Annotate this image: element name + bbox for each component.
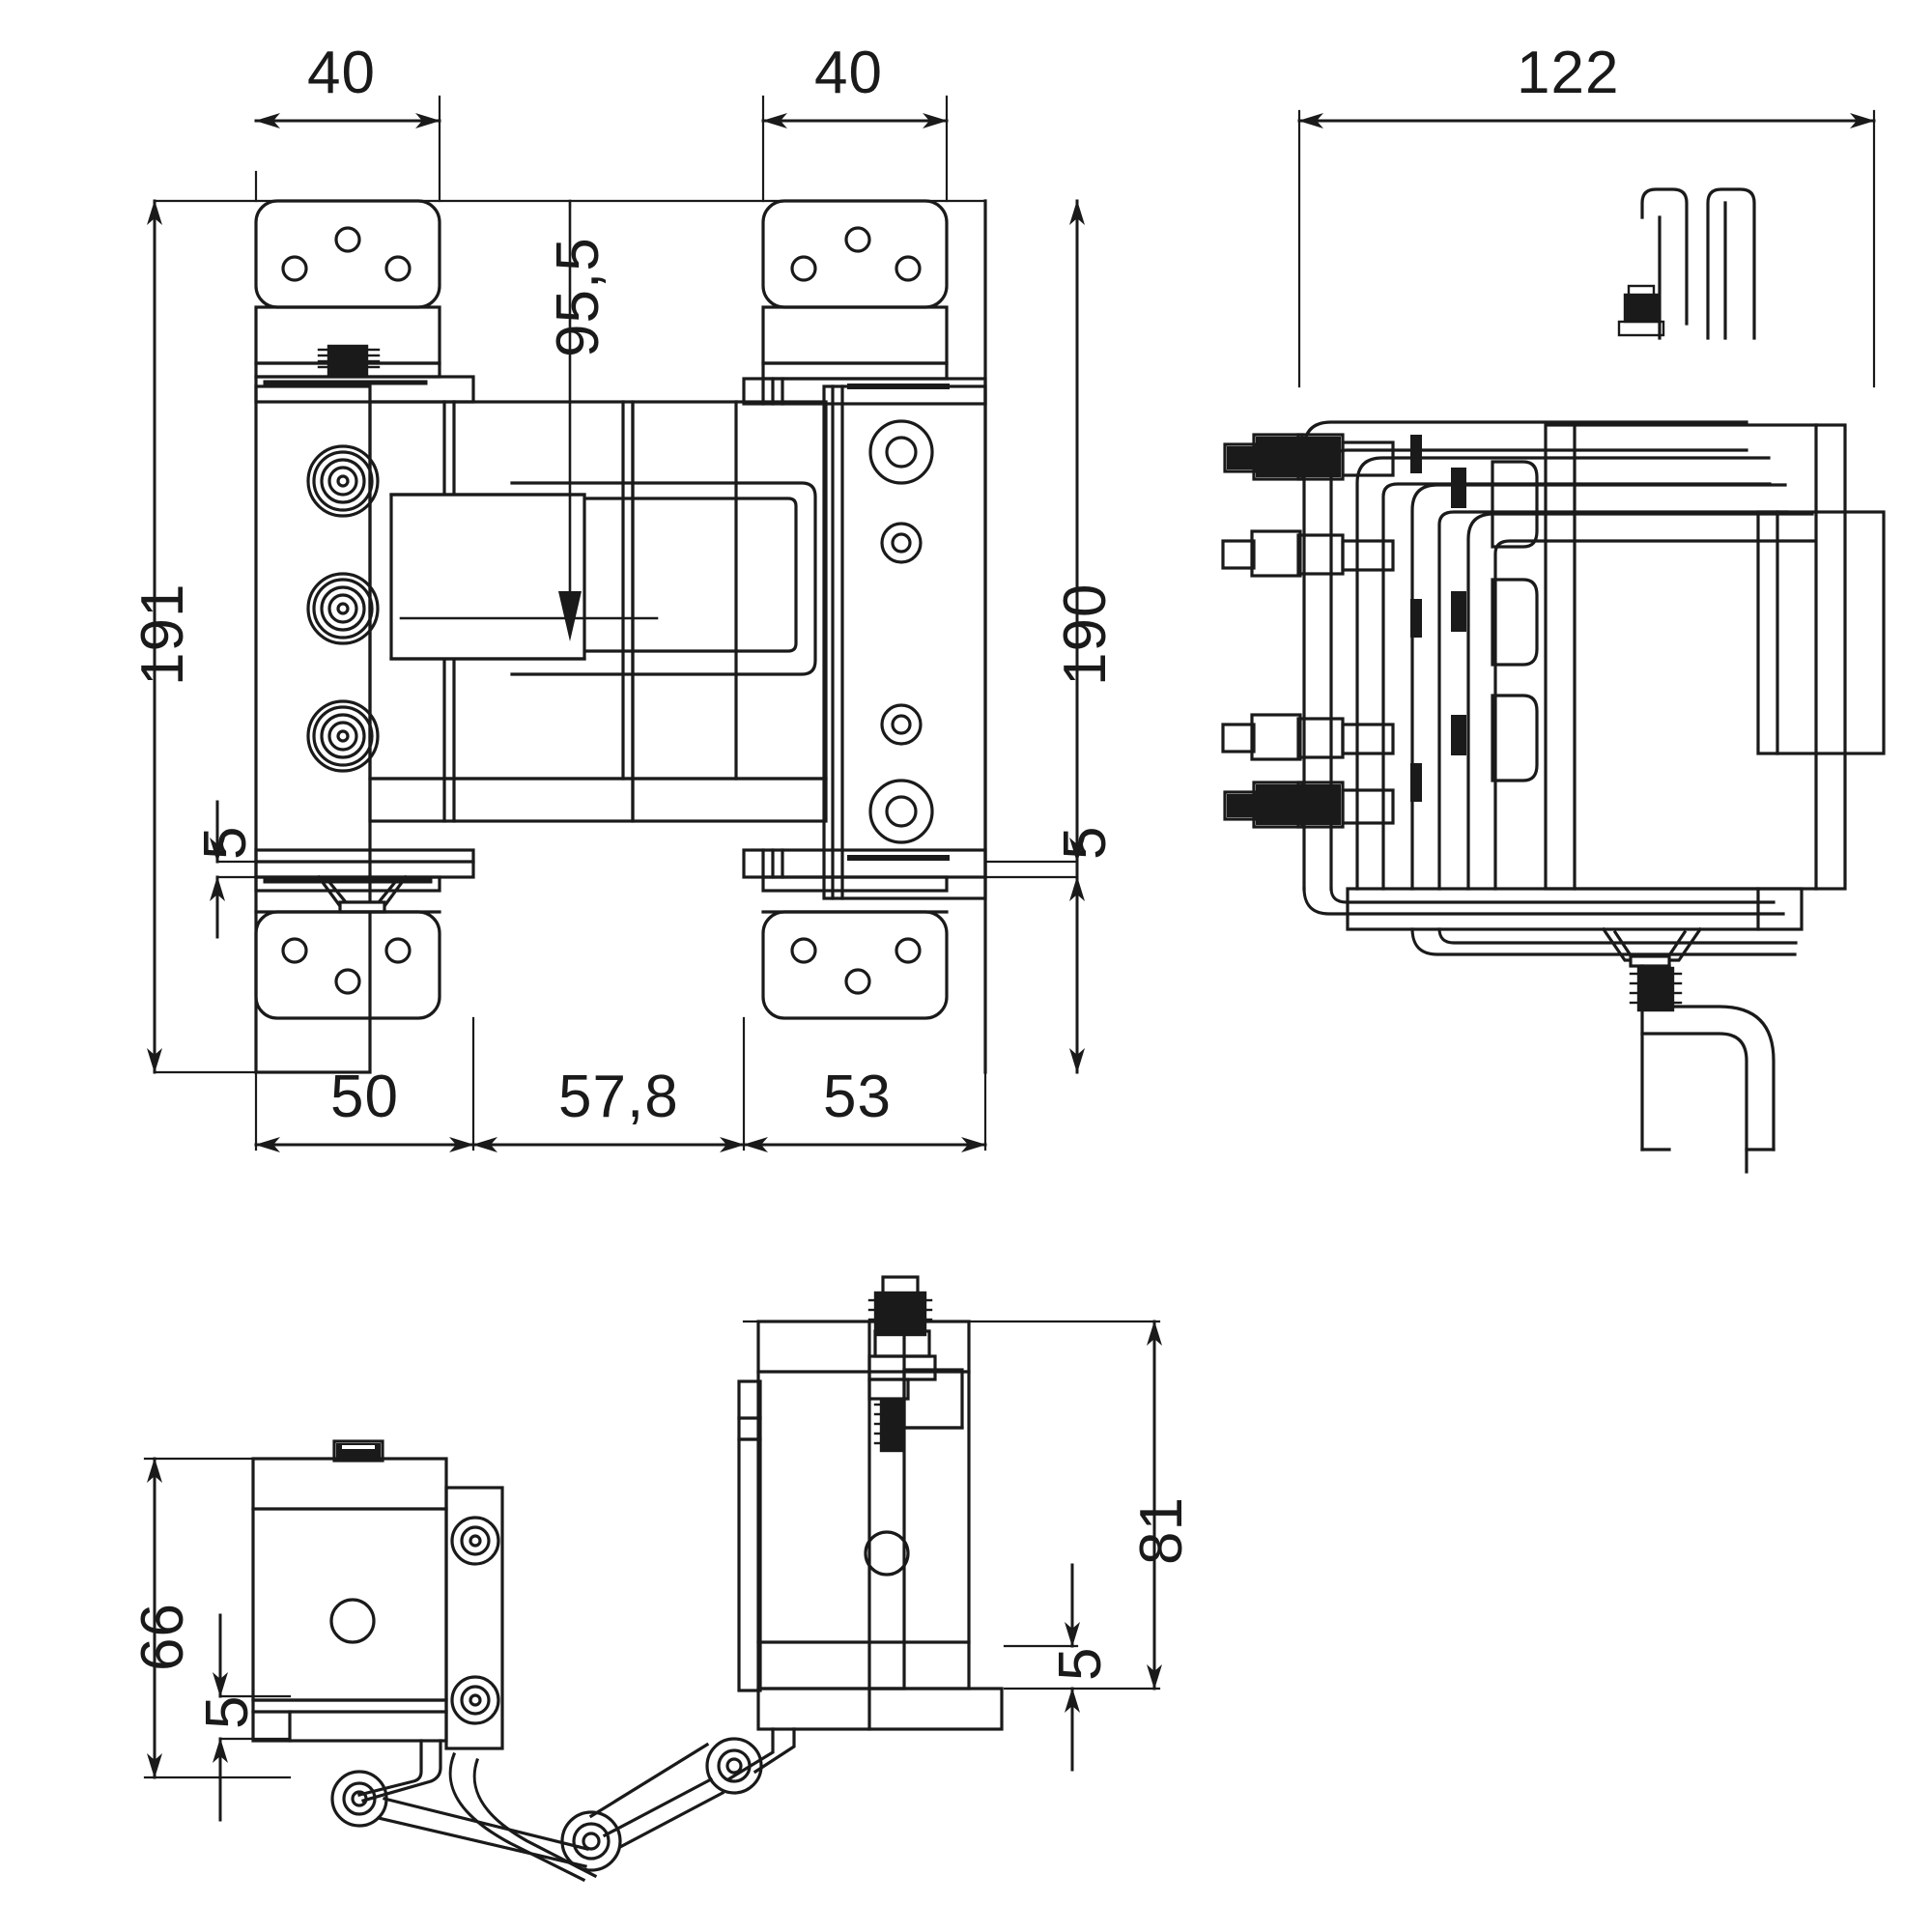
front-view-geometry [153,95,1079,1151]
dimension-label-190: 190 [1052,582,1119,686]
dimension-label-5-left: 5 [192,825,259,860]
dimension-label-191: 191 [129,582,196,686]
dimension-label-122: 122 [1517,40,1620,106]
dimension-label-57-8: 57,8 [558,1064,679,1130]
dimension-label-81: 81 [1128,1496,1195,1565]
dimension-label-40-left: 40 [307,40,376,106]
dimension-label-5-bottom-left: 5 [194,1694,261,1729]
dimension-label-40-right: 40 [814,40,883,106]
front-view-dimensions [147,113,1085,1152]
dimension-label-53: 53 [823,1064,892,1130]
dimension-label-50: 50 [330,1064,399,1130]
dimension-label-5-right: 5 [1052,825,1119,860]
dimension-label-5-bottom-right: 5 [1047,1646,1114,1681]
side-view-geometry [1221,109,1886,1174]
dimension-label-66: 66 [129,1603,196,1671]
dimension-label-95-5: 95,5 [545,237,611,357]
bolt-group [1221,433,1395,829]
bottom-right-view-geometry [588,1275,1161,1850]
bottom-left-view-geometry [143,1439,622,1883]
bottom-views-dimensions [147,1320,1162,1822]
